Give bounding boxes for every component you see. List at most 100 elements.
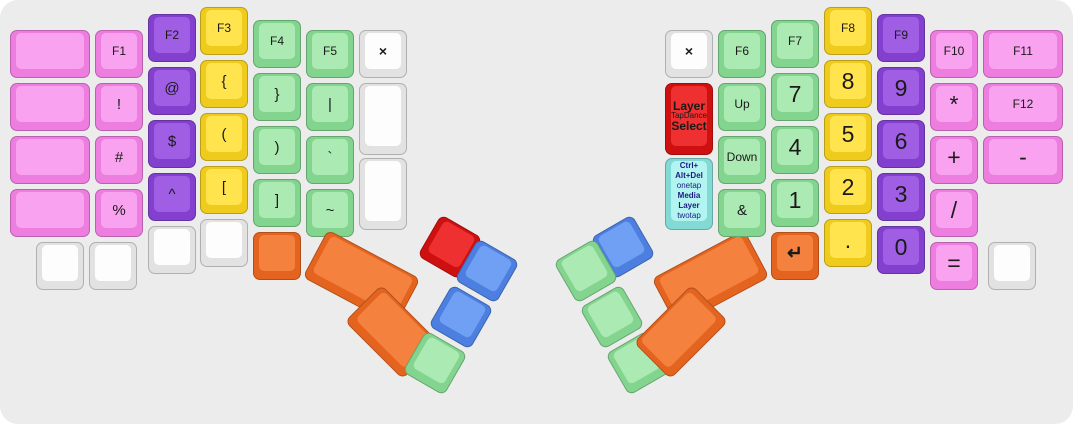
key-num1[interactable]: 1 xyxy=(771,179,819,227)
key-dot[interactable]: . xyxy=(824,219,872,267)
key-label: ] xyxy=(274,191,280,209)
key-down[interactable]: Down xyxy=(718,136,766,184)
keycap-top: ( xyxy=(206,116,242,152)
key-enter[interactable]: ↵ xyxy=(771,232,819,280)
key-l-c7r2[interactable] xyxy=(359,83,407,155)
key-label: 6 xyxy=(894,127,908,154)
key-label: + xyxy=(947,143,961,170)
key-f3[interactable]: F3 xyxy=(200,7,248,55)
key-label: 5 xyxy=(841,120,855,147)
keycap-top xyxy=(585,289,636,339)
key-l-c1r1[interactable] xyxy=(10,30,90,78)
keycap-top: | xyxy=(312,86,348,122)
key-label: × xyxy=(684,43,694,59)
keycap-top: 6 xyxy=(883,123,919,159)
key-num9[interactable]: 9 xyxy=(877,67,925,115)
key-exclam[interactable]: ! xyxy=(95,83,143,131)
key-percent[interactable]: % xyxy=(95,189,143,237)
key-label: - xyxy=(1019,143,1027,170)
key-l-c7r3[interactable] xyxy=(359,158,407,230)
key-f10[interactable]: F10 xyxy=(930,30,978,78)
key-label: F10 xyxy=(943,44,965,58)
key-l-bottom-3[interactable] xyxy=(148,226,196,274)
key-hash[interactable]: # xyxy=(95,136,143,184)
key-f11[interactable]: F11 xyxy=(983,30,1063,78)
key-num2[interactable]: 2 xyxy=(824,166,872,214)
key-l-bottom-4[interactable] xyxy=(200,219,248,267)
key-label: F5 xyxy=(322,44,337,58)
key-up[interactable]: Up xyxy=(718,83,766,131)
key-num8[interactable]: 8 xyxy=(824,60,872,108)
key-l-bottom-2[interactable] xyxy=(89,242,137,290)
key-f6[interactable]: F6 xyxy=(718,30,766,78)
key-tilde[interactable]: ~ xyxy=(306,189,354,237)
key-f2[interactable]: F2 xyxy=(148,14,196,62)
key-lbracket[interactable]: [ xyxy=(200,166,248,214)
key-lbrace[interactable]: { xyxy=(200,60,248,108)
key-asterisk[interactable]: * xyxy=(930,83,978,131)
key-dollar[interactable]: $ xyxy=(148,120,196,168)
key-caret[interactable]: ^ xyxy=(148,173,196,221)
keycap-top: & xyxy=(724,192,760,228)
key-equals[interactable]: = xyxy=(930,242,978,290)
key-f12[interactable]: F12 xyxy=(983,83,1063,131)
keycap-top: { xyxy=(206,63,242,99)
key-plus[interactable]: + xyxy=(930,136,978,184)
key-r-bottom-1[interactable] xyxy=(988,242,1036,290)
key-label-line: Alt+Del xyxy=(675,171,703,180)
key-rbracket[interactable]: ] xyxy=(253,179,301,227)
key-l-bottom-orange[interactable] xyxy=(253,232,301,280)
key-r-close[interactable]: × xyxy=(665,30,713,78)
key-f4[interactable]: F4 xyxy=(253,20,301,68)
key-slash[interactable]: / xyxy=(930,189,978,237)
keycap-top: F9 xyxy=(883,17,919,53)
key-label: F3 xyxy=(216,21,231,35)
key-rparen[interactable]: ) xyxy=(253,126,301,174)
key-l-close[interactable]: × xyxy=(359,30,407,78)
key-l-bottom-1[interactable] xyxy=(36,242,84,290)
key-at[interactable]: @ xyxy=(148,67,196,115)
key-f8[interactable]: F8 xyxy=(824,7,872,55)
key-label-line: TapDance xyxy=(671,111,707,120)
key-label: F1 xyxy=(111,44,126,58)
keycap-top: ) xyxy=(259,129,295,165)
keycap-top xyxy=(16,33,84,69)
keycap-top: F10 xyxy=(936,33,972,69)
key-l-c1r4[interactable] xyxy=(10,189,90,237)
key-pipe[interactable]: | xyxy=(306,83,354,131)
key-backtick[interactable]: ` xyxy=(306,136,354,184)
key-num0[interactable]: 0 xyxy=(877,226,925,274)
key-f5[interactable]: F5 xyxy=(306,30,354,78)
key-label: . xyxy=(844,226,852,253)
keycap-top xyxy=(559,243,610,293)
key-label: ↵ xyxy=(787,242,803,264)
key-num7[interactable]: 7 xyxy=(771,73,819,121)
key-f9[interactable]: F9 xyxy=(877,14,925,62)
key-ampersand[interactable]: & xyxy=(718,189,766,237)
key-num4[interactable]: 4 xyxy=(771,126,819,174)
key-rbrace[interactable]: } xyxy=(253,73,301,121)
key-f1[interactable]: F1 xyxy=(95,30,143,78)
key-label: F9 xyxy=(893,28,908,42)
key-f7[interactable]: F7 xyxy=(771,20,819,68)
key-num6[interactable]: 6 xyxy=(877,120,925,168)
key-minus[interactable]: - xyxy=(983,136,1063,184)
key-num3[interactable]: 3 xyxy=(877,173,925,221)
keycap-top: × xyxy=(671,33,707,69)
key-l-c1r2[interactable] xyxy=(10,83,90,131)
key-num5[interactable]: 5 xyxy=(824,113,872,161)
keycap-top: $ xyxy=(154,123,190,159)
keycap-top: F11 xyxy=(989,33,1057,69)
key-l-c1r3[interactable] xyxy=(10,136,90,184)
keycap-top: 1 xyxy=(777,182,813,218)
key-label: ) xyxy=(274,138,280,156)
keycap-top xyxy=(206,222,242,258)
keycap-top: F4 xyxy=(259,23,295,59)
key-label: ^ xyxy=(168,185,176,203)
key-lparen[interactable]: ( xyxy=(200,113,248,161)
key-label: / xyxy=(950,196,958,223)
keycap-top: × xyxy=(365,33,401,69)
keycap-top xyxy=(42,245,78,281)
